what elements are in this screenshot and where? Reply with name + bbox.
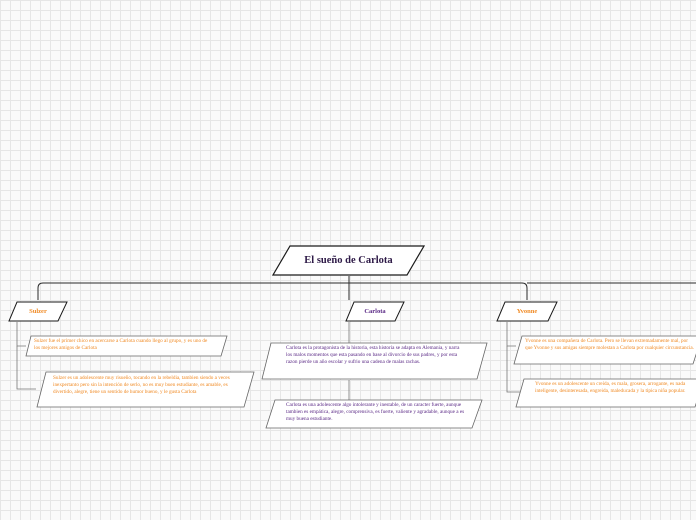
topic-yvonne-shape bbox=[496, 301, 558, 322]
topic-yvonne[interactable]: Yvonne bbox=[496, 301, 558, 322]
note-sulzer-1-text: Sulzer fue el primer chico en acercarse … bbox=[34, 338, 208, 351]
note-yvonne-2-text: Yvonne es un adolescente un creída, es m… bbox=[535, 381, 686, 394]
note-sulzer-2[interactable]: Sulzer es un adolescente muy risueño, to… bbox=[36, 371, 255, 408]
central-topic[interactable]: El sueño de Carlota bbox=[272, 245, 425, 276]
note-shape bbox=[261, 342, 488, 380]
topic-carlota-label: Carlota bbox=[364, 308, 386, 315]
note-shape bbox=[36, 371, 255, 408]
central-topic-shape bbox=[272, 245, 425, 276]
note-shape bbox=[265, 399, 483, 429]
note-carlota-2[interactable]: Carlota es una adolescente algo intolera… bbox=[265, 399, 483, 429]
note-shape bbox=[25, 335, 228, 357]
topic-carlota[interactable]: Carlota bbox=[345, 301, 405, 322]
note-yvonne-2[interactable]: Yvonne es un adolescente un creída, es m… bbox=[515, 378, 696, 408]
topic-carlota-shape bbox=[345, 301, 405, 322]
note-shape bbox=[513, 335, 696, 365]
note-yvonne-1[interactable]: Yvonne es una compañera de Carlota. Pero… bbox=[513, 335, 696, 365]
central-topic-label: El sueño de Carlota bbox=[304, 255, 393, 266]
topic-sulzer-shape bbox=[8, 301, 68, 322]
note-carlota-2-text: Carlota es una adolescente algo intolera… bbox=[286, 402, 465, 422]
note-carlota-1-text: Carlota es la protagonista de la histori… bbox=[286, 345, 460, 365]
topic-sulzer-label: Sulzer bbox=[29, 308, 47, 315]
note-sulzer-2-text: Sulzer es un adolescente muy risueño, to… bbox=[53, 375, 230, 395]
note-yvonne-1-text: Yvonne es una compañera de Carlota. Pero… bbox=[525, 338, 694, 351]
note-sulzer-1[interactable]: Sulzer fue el primer chico en acercarse … bbox=[25, 335, 228, 357]
topic-sulzer[interactable]: Sulzer bbox=[8, 301, 68, 322]
note-carlota-1[interactable]: Carlota es la protagonista de la histori… bbox=[261, 342, 488, 380]
note-shape bbox=[515, 378, 696, 408]
topic-yvonne-label: Yvonne bbox=[516, 308, 538, 315]
